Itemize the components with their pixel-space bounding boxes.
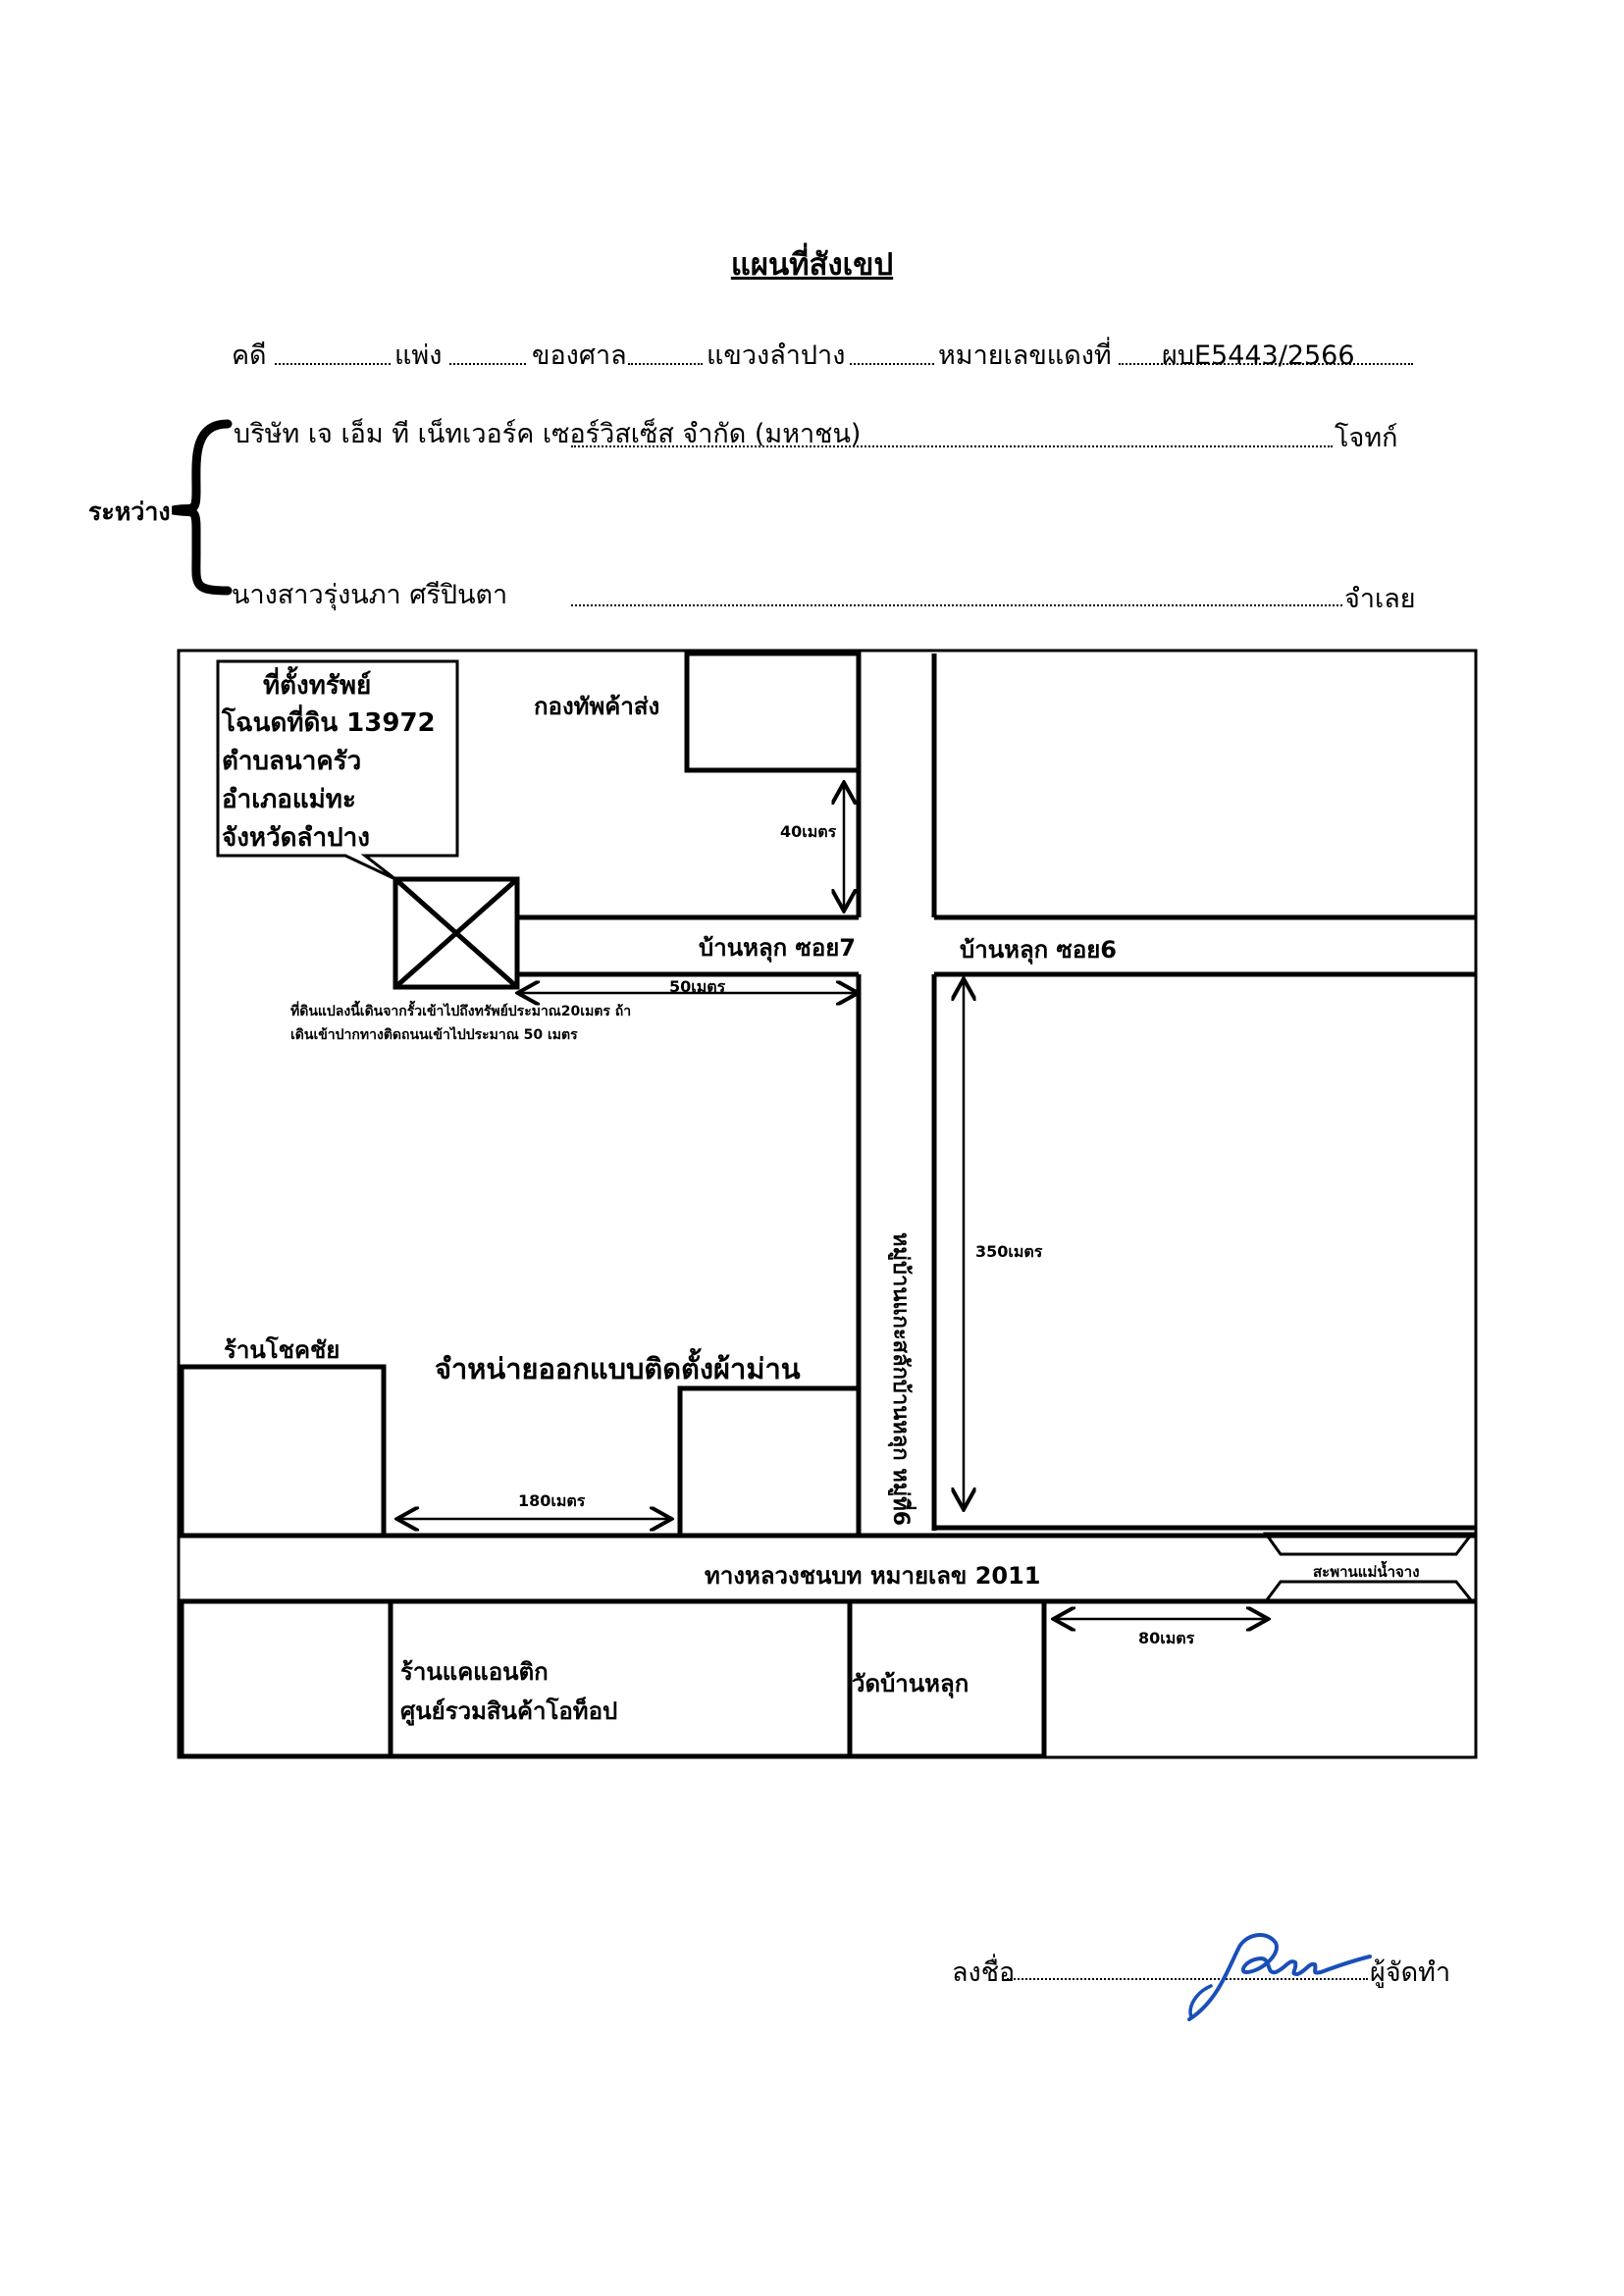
distance-40: 40เมตร: [780, 822, 837, 841]
defendant-dotline: [571, 604, 1342, 606]
property-marker: [393, 876, 520, 990]
label-canteen-line-1: ร้านแคแอนติก: [400, 1658, 549, 1686]
property-note-line-1: ที่ดินแปลงนี้เดินจากรั้วเข้าไปถึงทรัพย์ป…: [290, 1004, 632, 1019]
sign-label: ลงชื่อ: [952, 1957, 1016, 1988]
property-title: ที่ตั้งทรัพย์: [263, 671, 372, 701]
sign-dotline: [1007, 1978, 1368, 1980]
document-title: แผนที่สังเขป: [730, 247, 894, 283]
plaintiff-dotline: [571, 445, 1333, 447]
between-label: ระหว่าง: [88, 497, 171, 526]
case-type: แพ่ง: [394, 340, 443, 371]
property-line-4: จังหวัดลำปาง: [222, 823, 370, 853]
case-dotline-4: [850, 363, 934, 365]
preparer-role: ผู้จัดทำ: [1370, 1957, 1451, 1988]
label-curtain-shop: จำหน่ายออกแบบติดตั้งผ้าม่าน: [435, 1352, 801, 1385]
label-canteen-line-2: ศูนย์รวมสินค้าโอท็อป: [400, 1697, 618, 1725]
property-note-line-2: เดินเข้าปากทางติดถนนเข้าไปประมาณ 50 เมตร: [290, 1027, 578, 1043]
distance-350: 350เมตร: [975, 1242, 1043, 1261]
property-callout: [216, 659, 459, 881]
label-soi7: บ้านหลุก ซอย7: [699, 934, 856, 962]
temple-building: [847, 1598, 1047, 1759]
court-label: ของศาล: [532, 340, 627, 371]
property-line-3: อำเภอแม่ทะ: [222, 785, 356, 814]
plaintiff-name: บริษัท เจ เอ็ม ที เน็ทเวอร์ค เซอร์วิสเซ็…: [234, 419, 862, 449]
bridge-upper: [1263, 1532, 1476, 1556]
distance-50: 50เมตร: [669, 977, 726, 996]
label-shop-chokchai: ร้านโชคชัย: [224, 1336, 341, 1364]
label-wholesale: กองทัพค้าส่ง: [534, 693, 660, 720]
distance-80: 80เมตร: [1138, 1629, 1195, 1647]
distance-180: 180เมตร: [518, 1491, 586, 1510]
plaintiff-role: โจทก์: [1335, 423, 1398, 453]
red-number: ผบE5443/2566: [1162, 340, 1355, 371]
defendant-name: นางสาวรุ่งนภา ศรีปินตา: [232, 580, 508, 610]
case-dotline-2: [449, 363, 526, 365]
case-dotline-1: [275, 363, 391, 365]
label-highway: ทางหลวงชนบท หมายเลข 2011: [705, 1562, 1041, 1590]
property-line-2: ตำบลนาครัว: [222, 747, 362, 776]
property-line-1: โฉนดที่ดิน 13972: [222, 708, 436, 738]
defendant-role: จำเลย: [1344, 584, 1416, 614]
label-temple: วัดบ้านหลุก: [852, 1670, 969, 1697]
label-soi6: บ้านหลุก ซอย6: [960, 936, 1117, 964]
case-dotline-5: [1119, 363, 1413, 365]
bridge-lower: [1263, 1580, 1476, 1603]
court-name: แขวงลำปาง: [707, 340, 846, 371]
label-bridge: สะพานแม่น้ำจาง: [1313, 1563, 1420, 1581]
case-dotline-3: [628, 363, 703, 365]
case-label: คดี: [232, 340, 267, 371]
red-number-label: หมายเลขแดงที่: [938, 340, 1112, 371]
